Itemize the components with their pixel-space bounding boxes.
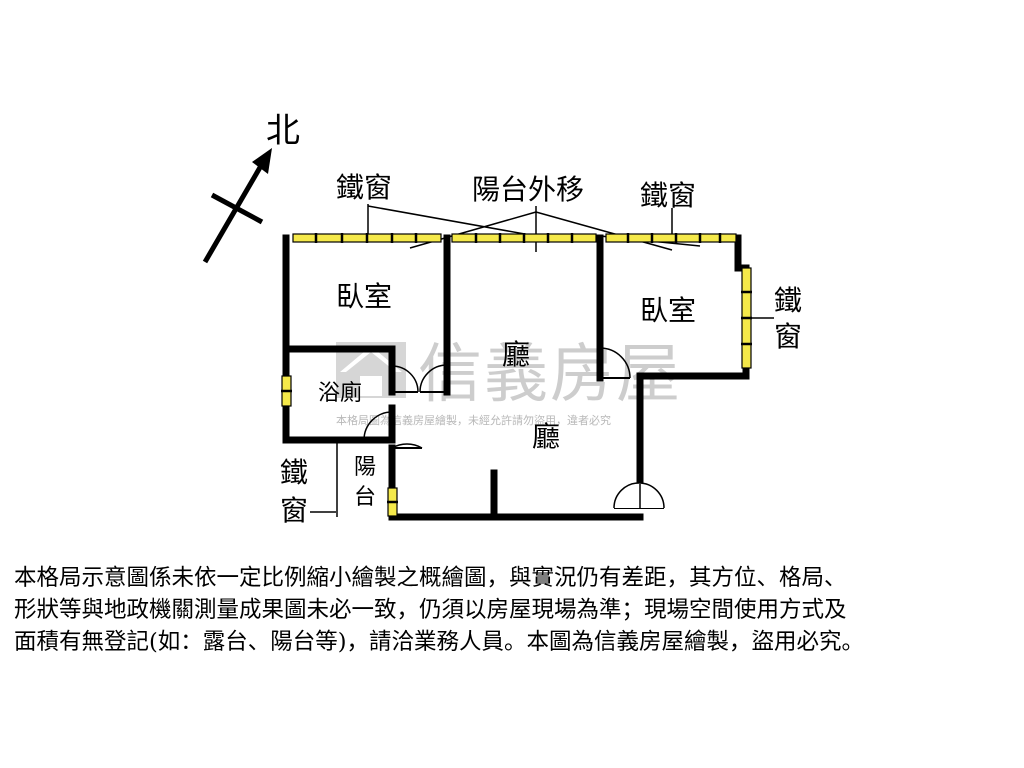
door-bathroom-icon: [391, 365, 419, 393]
label-balcony-moved-out: 陽台外移: [472, 173, 584, 206]
room-balcony-2: 台: [354, 485, 376, 510]
doors: [363, 347, 665, 509]
compass-cross-bar: [210, 192, 264, 225]
watermark-brand: 信義房屋: [418, 338, 682, 412]
floor-plan: 信義房屋 本格局圖為信義房屋繪製，未經允許請勿盜用，違者必究 北: [202, 111, 802, 527]
window-dividers: [281, 233, 752, 504]
room-bedroom-right: 臥室: [640, 294, 696, 327]
room-living-lower: 廳: [532, 420, 560, 453]
label-iron-window-right-1: 鐵: [774, 284, 802, 317]
label-iron-window-left-1: 鐵: [280, 456, 308, 489]
door-balcony-icon: [363, 411, 423, 449]
room-living-upper: 廳: [502, 338, 530, 371]
door-right-bedroom-icon: [599, 347, 631, 379]
watermark-notice: 本格局圖為信義房屋繪製，未經允許請勿盜用，違者必究: [336, 413, 611, 427]
room-labels: 鐵窗 陽台外移 鐵窗 鐵 窗 鐵 窗 臥室 臥室 浴廁 廳 廳 陽 台: [280, 171, 802, 527]
door-entrance-icon: [613, 482, 665, 509]
north-compass: 北: [202, 111, 300, 264]
north-arrow-shaft: [202, 162, 265, 264]
disclaimer-line-3: 面積有無登記(如：露台、陽台等)，請洽業務人員。本圖為信義房屋繪製，盜用必究。: [14, 629, 865, 655]
label-iron-window-top-left: 鐵窗: [336, 171, 392, 204]
disclaimer-line-1: 本格局示意圖係未依一定比例縮小繪製之概繪圖，與實況仍有差距，其方位、格局、: [14, 565, 847, 591]
window-top-right: [605, 233, 737, 243]
label-iron-window-top-right: 鐵窗: [640, 179, 696, 212]
north-label: 北: [266, 111, 300, 151]
disclaimer-line-2: 形狀等與地政機關測量成果圖未必一致，仍須以房屋現場為準；現場空間使用方式及: [14, 597, 847, 623]
north-arrow-head-icon: [252, 148, 272, 174]
room-bedroom-left: 臥室: [336, 280, 392, 313]
label-iron-window-left-2: 窗: [280, 494, 308, 527]
disclaimer: 本格局示意圖係未依一定比例縮小繪製之概繪圖，與實況仍有差距，其方位、格局、 形狀…: [14, 562, 1014, 658]
door-left-bedroom-icon: [419, 364, 448, 393]
room-bathroom: 浴廁: [318, 381, 362, 406]
label-iron-window-right-2: 窗: [774, 320, 802, 353]
room-balcony-1: 陽: [354, 455, 376, 480]
